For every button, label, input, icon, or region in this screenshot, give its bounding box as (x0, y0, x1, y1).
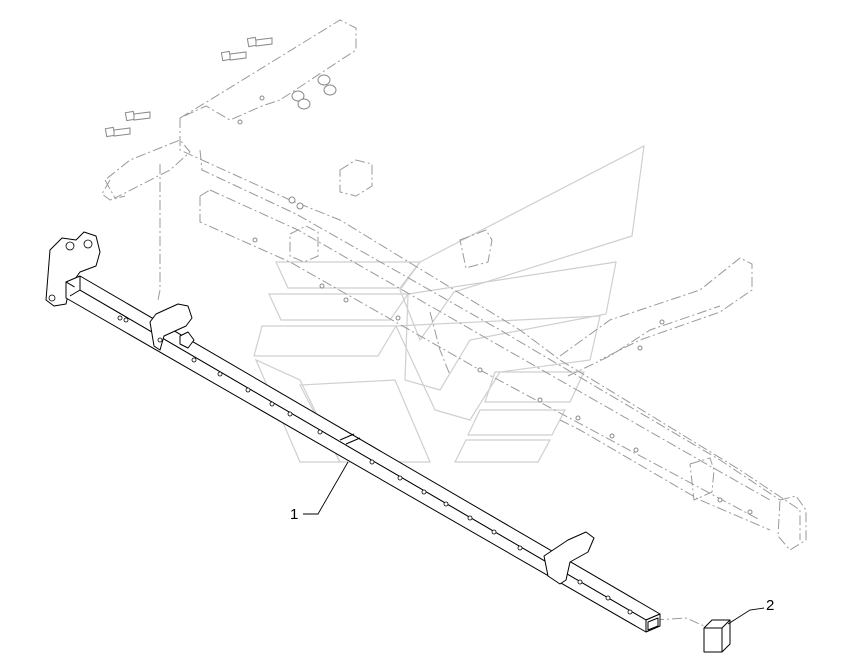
bolt-icon (246, 36, 273, 48)
end-cap-part-2 (703, 619, 731, 653)
leader-line-1 (303, 461, 349, 515)
callout-leaders (303, 461, 765, 625)
callout-label-1: 1 (290, 506, 298, 523)
bolt-icon (124, 110, 151, 122)
nut-icon (291, 74, 337, 110)
phantom-frame-assembly (101, 19, 807, 627)
leader-line-2 (727, 607, 765, 625)
bolt-icon (104, 126, 131, 138)
phantom-hardware (104, 36, 337, 138)
callout-label-2: 2 (766, 597, 774, 614)
watermark-logo (253, 144, 645, 463)
beam-holes (117, 315, 633, 615)
frame-beam-part-1 (45, 231, 661, 633)
bolt-icon (220, 50, 247, 62)
